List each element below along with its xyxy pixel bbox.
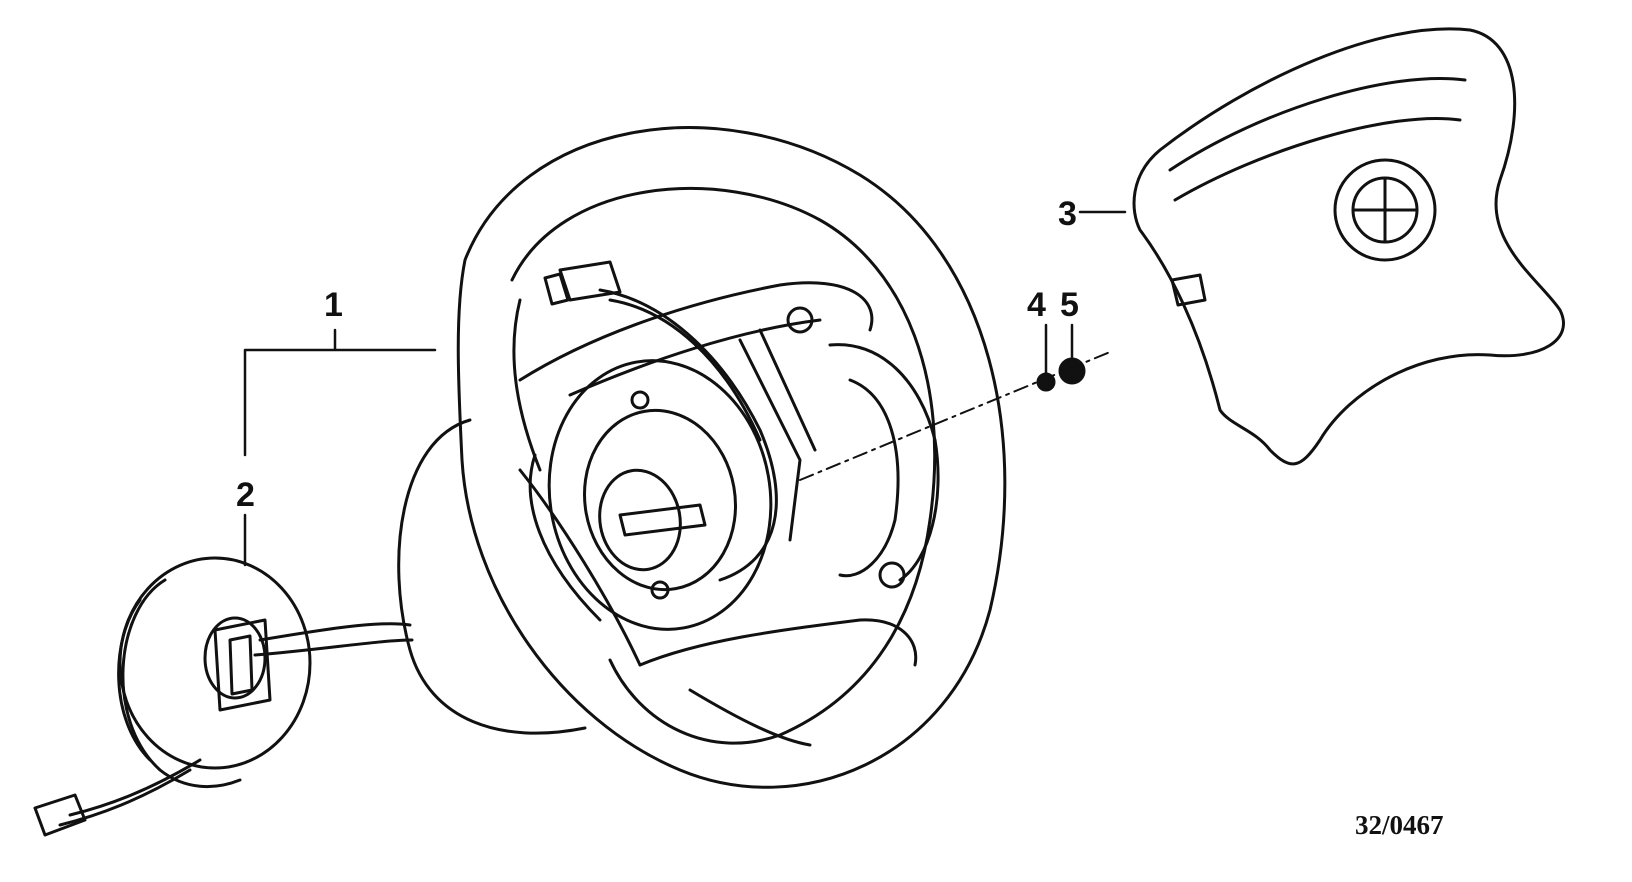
- bmw-emblem: [1333, 158, 1437, 262]
- clock-spring: [33, 556, 414, 837]
- wheel-cable: [598, 288, 778, 582]
- assembly-axis: [799, 351, 1111, 481]
- clock-spring-plug: [33, 793, 87, 837]
- clock-spring-cable: [258, 622, 412, 642]
- wheel-rim-inner: [510, 187, 937, 522]
- wheel-rim-outer: [456, 126, 1007, 789]
- airbag-module: [1132, 27, 1565, 466]
- leader-1: [243, 328, 437, 457]
- callout-3: 3: [1058, 195, 1077, 233]
- diagram-reference-code: 32/0467: [1355, 810, 1444, 840]
- steering-wheel: [397, 126, 1007, 789]
- callout-2: 2: [236, 476, 255, 514]
- leader-lines: [243, 210, 1127, 567]
- hub-center: [547, 359, 773, 631]
- callout-1: 1: [324, 286, 343, 324]
- wheel-connector: [558, 260, 622, 302]
- callout-4: 4: [1027, 286, 1046, 324]
- hex-nut: [1058, 357, 1086, 385]
- steering-hub-boss: [397, 418, 587, 735]
- callout-5: 5: [1060, 286, 1079, 324]
